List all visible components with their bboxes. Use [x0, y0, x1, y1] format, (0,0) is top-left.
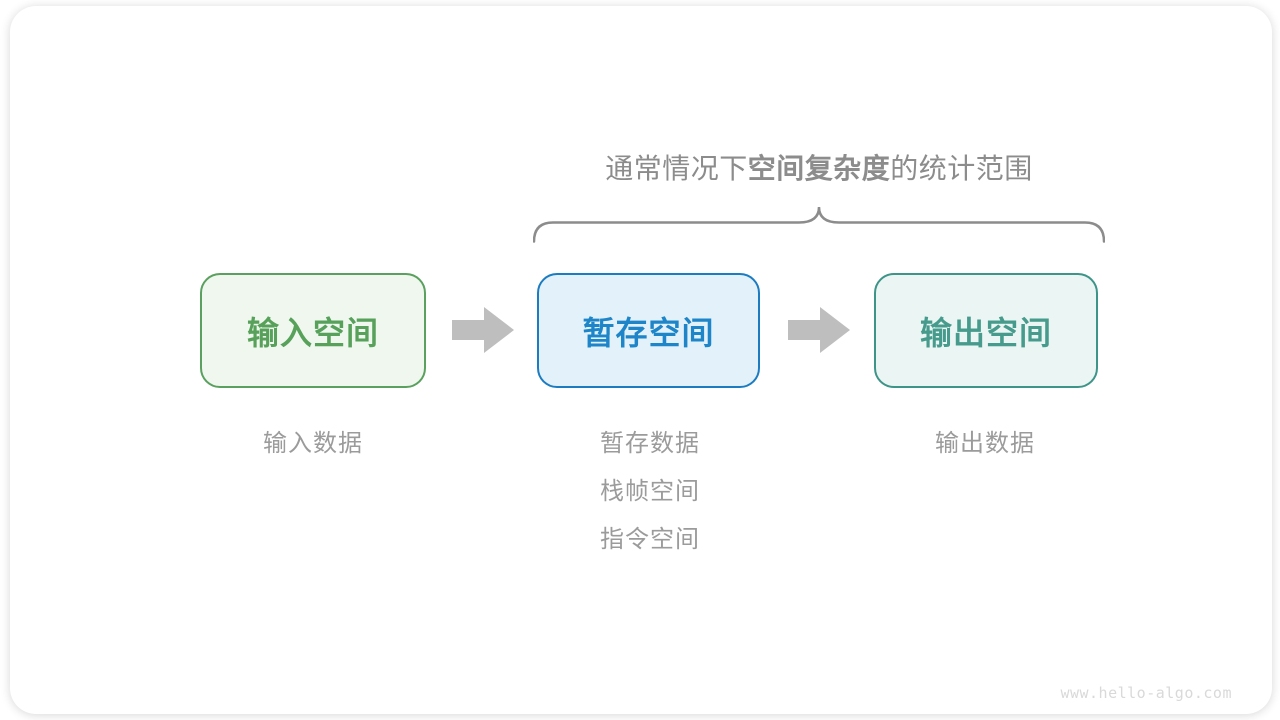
- curly-brace-icon: [533, 206, 1105, 243]
- input-space-box-label: 输入空间: [246, 314, 379, 351]
- watermark: www.hello-algo.com: [1060, 684, 1232, 702]
- input-space-box: 输入空间: [200, 273, 426, 388]
- scope-caption: 通常情况下空间复杂度的统计范围: [533, 154, 1105, 184]
- annotation-stack-frame-space: 栈帧空间: [600, 478, 700, 505]
- scope-caption-prefix: 通常情况下: [605, 153, 748, 184]
- scope-caption-emphasis: 空间复杂度: [747, 153, 891, 184]
- diagram-card: 通常情况下空间复杂度的统计范围 输入空间 暂存空间 输出空间 输入数据 暂存数据: [10, 6, 1272, 714]
- annotation-instruction-space: 指令空间: [600, 526, 700, 553]
- output-space-box: 输出空间: [874, 273, 1098, 388]
- arrow-right-icon: [788, 307, 850, 353]
- input-annotations: 输入数据: [213, 427, 413, 461]
- annotation-input-data: 输入数据: [263, 430, 363, 457]
- arrow-right-shape: [452, 307, 514, 353]
- output-annotations: 输出数据: [885, 427, 1085, 461]
- curly-brace-path: [533, 206, 1105, 243]
- annotation-temporary-data: 暂存数据: [600, 430, 700, 457]
- scope-caption-suffix: 的统计范围: [890, 153, 1033, 184]
- output-space-box-label: 输出空间: [919, 314, 1052, 351]
- temporary-space-box: 暂存空间: [537, 273, 760, 388]
- temporary-space-box-label: 暂存空间: [582, 314, 715, 351]
- arrow-right-icon: [452, 307, 514, 353]
- arrow-right-shape: [788, 307, 850, 353]
- temporary-annotations: 暂存数据 栈帧空间 指令空间: [550, 427, 750, 557]
- annotation-output-data: 输出数据: [935, 430, 1035, 457]
